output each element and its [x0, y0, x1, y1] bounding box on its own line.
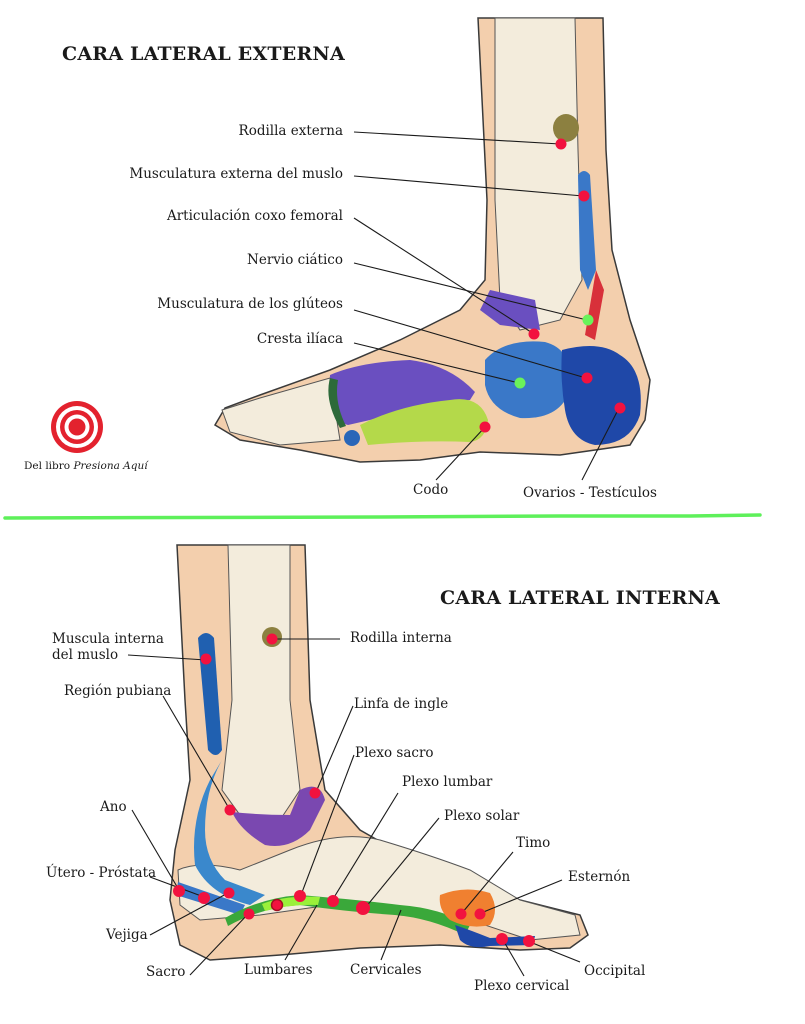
point-region-pubiana — [224, 804, 236, 816]
label-occipital: Occipital — [584, 963, 646, 979]
leader-sacro — [189, 912, 250, 976]
label-plexo-sacro: Plexo sacro — [355, 745, 434, 761]
point-plexo-cervical — [496, 933, 508, 945]
purple-foot-zone — [329, 360, 475, 425]
green-divider — [3, 513, 762, 520]
rodilla-externa-zone — [553, 114, 579, 142]
label-cresta-iliaca: Cresta ilíaca — [256, 331, 343, 347]
label-timo: Timo — [516, 835, 551, 851]
leader-lumbares — [284, 904, 318, 961]
leader-coxo-femoral — [353, 217, 535, 335]
label-rodilla-externa: Rodilla externa — [238, 123, 343, 139]
label-articulacion-coxo-femoral: Articulación coxo femoral — [166, 208, 343, 224]
leader-cresta-iliaca — [353, 342, 520, 384]
leader-ano — [131, 809, 180, 891]
point-plexo-lumbar — [294, 890, 306, 902]
label-ovarios-testiculos: Ovarios - Testículos — [523, 485, 657, 501]
label-ano: Ano — [100, 799, 127, 815]
external-toes-bones — [221, 377, 341, 446]
point-rodilla-interna — [266, 633, 278, 645]
label-musculatura-gluteos: Musculatura de los glúteos — [157, 296, 343, 312]
label-plexo-lumbar: Plexo lumbar — [402, 774, 493, 790]
leader-timo — [461, 851, 514, 914]
point-lumbares — [327, 895, 339, 907]
leader-plexo-solar — [364, 817, 440, 909]
leader-cervicales — [380, 909, 402, 961]
point-ovarios — [614, 402, 626, 414]
credit-book-title: Presiona Aquí — [73, 460, 148, 472]
leader-ovarios — [581, 407, 620, 481]
blue-heel-band — [176, 882, 245, 915]
codo-zone — [360, 399, 488, 445]
point-timo — [455, 908, 467, 920]
label-lumbares: Lumbares — [244, 962, 313, 978]
label-plexo-cervical: Plexo cervical — [474, 978, 570, 994]
point-nervio-ciatico — [582, 314, 594, 326]
internal-points — [173, 633, 535, 947]
leader-gluteos — [353, 309, 587, 379]
label-codo: Codo — [413, 482, 449, 498]
leader-muscula-interna — [127, 654, 207, 661]
label-esternon: Esternón — [568, 869, 631, 885]
point-vejiga — [223, 887, 235, 899]
point-codo — [479, 421, 491, 433]
external-title: CARA LATERAL EXTERNA — [62, 43, 345, 65]
leader-occipital — [529, 941, 581, 963]
leader-vejiga — [149, 892, 229, 936]
label-musculatura-externa-muslo: Musculatura externa del muslo — [129, 166, 343, 182]
leader-nervio-ciatico — [353, 262, 588, 321]
point-ano — [173, 885, 185, 897]
point-coxo-femoral — [528, 328, 540, 340]
label-plexo-solar: Plexo solar — [444, 808, 520, 824]
point-sacro — [243, 908, 255, 920]
external-foot — [213, 17, 651, 463]
credit-prefix: Del libro — [24, 460, 71, 472]
dark-green-band — [328, 378, 346, 428]
gluteos-zone — [480, 290, 540, 330]
label-vejiga: Vejiga — [106, 927, 148, 943]
point-plexo-sacro — [270, 898, 284, 912]
external-points — [479, 138, 626, 433]
cresta-iliaca-zone — [485, 341, 571, 419]
label-cervicales: Cervicales — [350, 962, 422, 978]
blue-toe-zone — [344, 430, 360, 446]
leader-rodilla-externa — [353, 131, 561, 145]
label-muscula-interna-muslo: Muscula interna del muslo — [52, 631, 164, 663]
point-cervicales — [356, 901, 370, 915]
point-rodilla-externa — [555, 138, 567, 150]
occipital-zone — [455, 925, 535, 948]
label-region-pubiana: Región pubiana — [64, 683, 172, 699]
light-blue-channel — [194, 760, 265, 905]
book-credit: Del libro Presiona Aquí — [24, 460, 148, 472]
point-linfa-ingle — [309, 787, 321, 799]
point-utero-prostata — [198, 892, 210, 904]
internal-leg-bone — [221, 544, 301, 821]
internal-title: CARA LATERAL INTERNA — [440, 587, 720, 609]
point-esternon — [474, 908, 486, 920]
leader-region-pubiana — [162, 695, 231, 811]
label-utero-prostata: Útero - Próstata — [46, 865, 157, 881]
ovarios-zone — [561, 346, 641, 445]
label-rodilla-interna: Rodilla interna — [350, 630, 452, 646]
point-muscula-interna — [200, 653, 212, 665]
point-musculatura-externa — [578, 190, 590, 202]
point-gluteos — [581, 372, 593, 384]
point-cresta-iliaca — [514, 377, 526, 389]
leader-plexo-cervical — [502, 939, 525, 977]
target-logo-icon — [51, 401, 103, 453]
leader-plexo-lumbar — [332, 792, 399, 900]
label-linfa-ingle: Linfa de ingle — [354, 696, 449, 712]
leader-linfa-ingle — [315, 705, 354, 793]
leader-plexo-sacro — [300, 754, 355, 896]
linfa-zone — [232, 786, 325, 846]
leader-codo — [435, 426, 486, 481]
label-sacro: Sacro — [146, 964, 186, 980]
leader-musculatura-externa — [353, 175, 584, 197]
point-occipital — [523, 935, 535, 947]
external-leader-lines — [353, 131, 620, 481]
label-nervio-ciatico: Nervio ciático — [247, 252, 343, 268]
leader-esternon — [480, 879, 563, 914]
external-leg-bone — [494, 17, 583, 331]
